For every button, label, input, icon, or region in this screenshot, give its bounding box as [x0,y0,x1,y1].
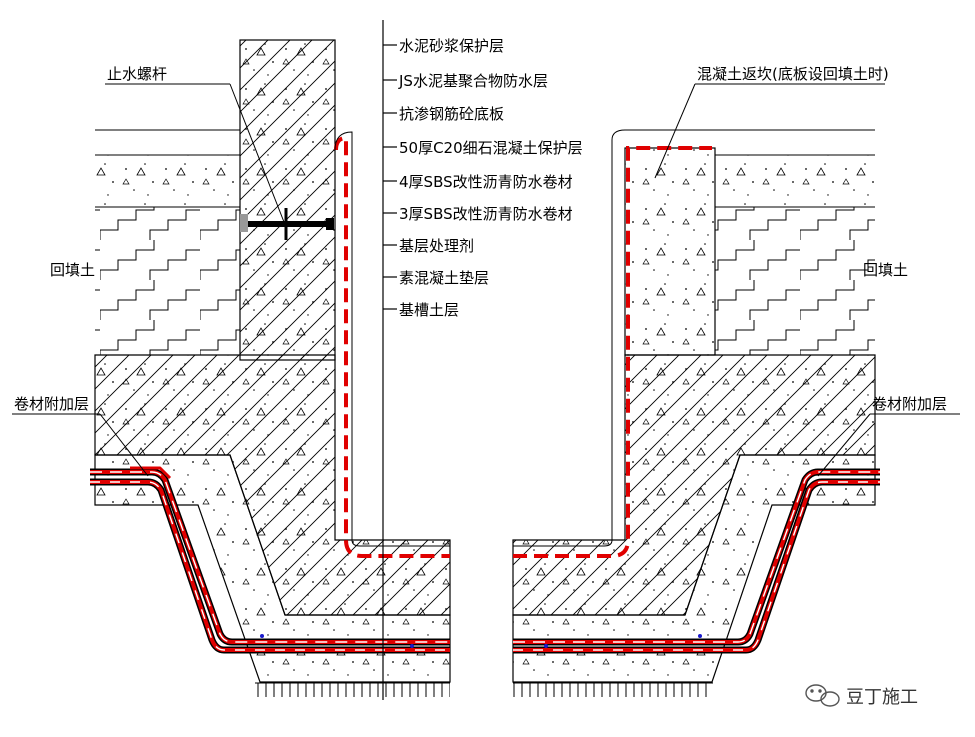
backfill-label-left: 回填土 [50,261,95,279]
backfill-label-right: 回填土 [863,261,908,279]
layer-label: 4厚SBS改性沥青防水卷材 [399,173,573,191]
chat-bubbles-icon [805,684,840,707]
layer-label: 50厚C20细石混凝土保护层 [399,139,583,157]
layer-label: 抗渗钢筋砼底板 [399,105,504,123]
layer-label-list: 水泥砂浆保护层 JS水泥基聚合物防水层 抗渗钢筋砼底板 50厚C20细石混凝土保… [398,37,583,319]
concrete-curb [624,147,716,356]
left-wall-waterproofing [334,135,450,558]
left-cushion-layer [94,454,451,683]
left-backfill-soil [95,207,240,355]
layer-label: 3厚SBS改性沥青防水卷材 [399,205,573,223]
right-cushion-layer [512,454,876,683]
layer-label: 素混凝土垫层 [399,269,489,287]
left-ground-hatch [255,683,450,697]
water-stop-bolt [240,208,334,240]
concrete-curb-label: 混凝土返坎(底板设回填土时) [697,65,889,83]
left-membrane-layers [90,466,450,654]
layer-label: 水泥砂浆保护层 [399,37,504,55]
right-section [512,83,960,697]
additional-layer-label-left: 卷材附加层 [14,395,89,413]
watermark-text: 豆丁施工 [846,687,918,708]
layer-label: JS水泥基聚合物防水层 [398,72,548,90]
right-ground-top-band [715,155,875,207]
right-backfill-soil [715,207,875,355]
label-leaders [382,20,397,700]
water-stop-bolt-label: 止水螺杆 [107,65,167,83]
right-membrane-layers [513,468,880,654]
right-ground-hatch [513,683,713,697]
additional-layer-label-right: 卷材附加层 [872,395,947,413]
left-ground-top-band [95,155,240,207]
right-wall-waterproofing [513,146,712,558]
layer-label: 基槽土层 [399,301,459,319]
layer-label: 基层处理剂 [399,237,474,255]
watermark: 豆丁施工 [805,684,918,708]
left-section [12,39,451,697]
